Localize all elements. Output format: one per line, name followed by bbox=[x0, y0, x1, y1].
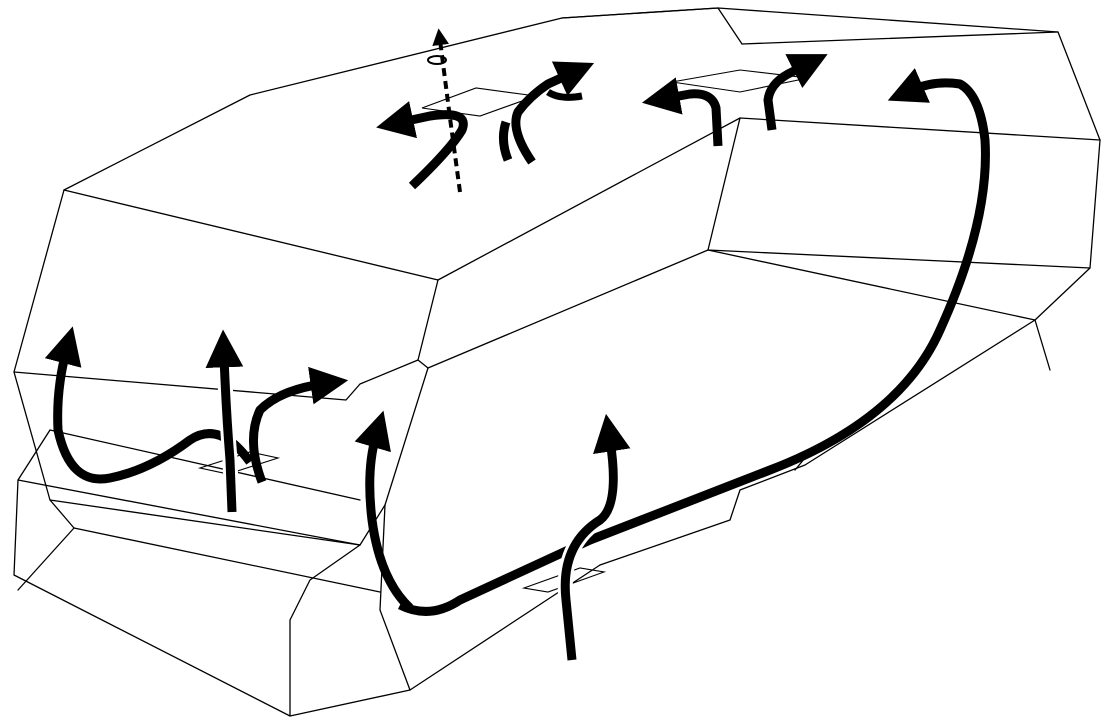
roof-front-edge bbox=[64, 118, 1100, 280]
roof-mid-line bbox=[742, 32, 1058, 44]
dash-box-front bbox=[18, 528, 74, 590]
dash-box-crease bbox=[50, 500, 385, 545]
belt-line-rear bbox=[600, 320, 1035, 565]
dash-right-arrow bbox=[253, 384, 322, 482]
roof-front-arrow-right bbox=[516, 74, 570, 162]
belt-line-front bbox=[14, 360, 418, 400]
lower-door-line bbox=[1035, 320, 1050, 370]
rear-loop-arrow bbox=[400, 83, 985, 612]
belt-line-side bbox=[428, 250, 708, 368]
dash-box-side bbox=[290, 545, 360, 716]
roof-rear-arrow-left bbox=[668, 94, 718, 146]
rear-pillar bbox=[708, 118, 1100, 268]
door-front-arrow bbox=[370, 436, 410, 608]
roof-front-arrow-curl bbox=[548, 92, 582, 97]
roof-rear-edge bbox=[562, 8, 742, 44]
dash-box-inner bbox=[74, 528, 380, 592]
rear-corner bbox=[1035, 268, 1090, 320]
dash-box-top bbox=[18, 480, 360, 545]
airflow-arrows bbox=[58, 40, 986, 660]
front-face-pillar bbox=[418, 280, 438, 368]
rear-floor-line bbox=[708, 250, 1035, 320]
instrument-panel-line bbox=[50, 430, 360, 500]
roof-front-arrow-down bbox=[503, 122, 508, 160]
cabin-outline bbox=[14, 8, 1100, 716]
